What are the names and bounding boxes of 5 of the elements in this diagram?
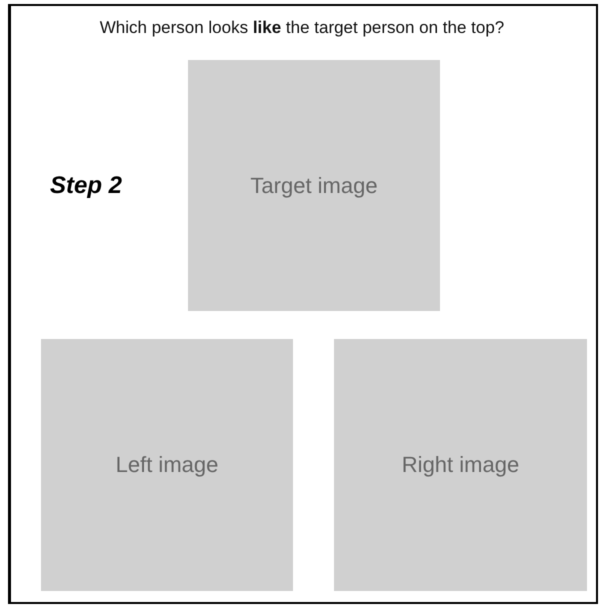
question-text: Which person looks like the target person on the top? xyxy=(98,18,506,38)
image-panel: Target image xyxy=(188,60,440,311)
image-panel: Left image xyxy=(41,339,293,591)
image-panel: Right image xyxy=(334,339,587,591)
step-label: Step 2 xyxy=(50,172,122,200)
